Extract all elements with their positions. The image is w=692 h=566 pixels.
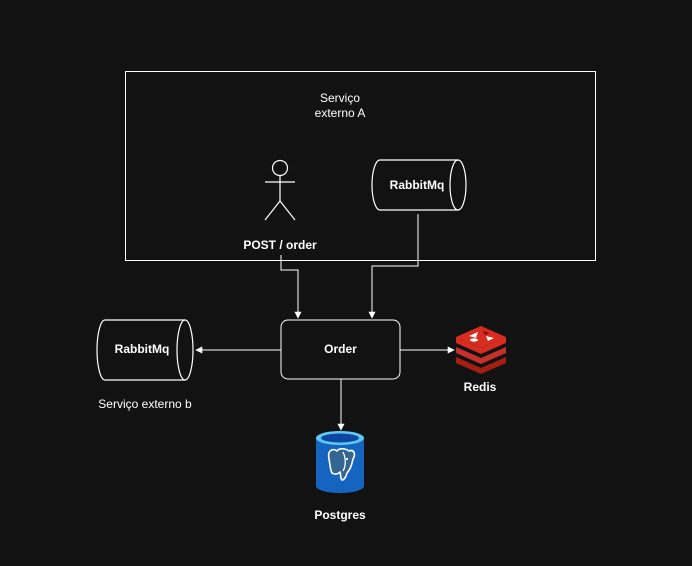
postgres-label: Postgres bbox=[314, 508, 366, 522]
external-service-a-box bbox=[125, 71, 596, 261]
rabbitmq-queue-a-shape bbox=[371, 159, 467, 211]
connector-queue-a-to-order bbox=[368, 214, 419, 319]
external-service-a-title: Serviço externo A bbox=[290, 91, 390, 121]
external-service-b-caption: Serviço externo b bbox=[98, 397, 192, 411]
stick-figure-icon bbox=[264, 159, 296, 221]
external-service-a-title-line2: externo A bbox=[314, 106, 366, 120]
redis-logo-icon bbox=[456, 326, 506, 374]
connector-actor-to-order bbox=[280, 255, 302, 319]
actor-label: POST / order bbox=[243, 238, 317, 252]
postgres-logo-icon bbox=[316, 431, 364, 493]
rabbitmq-queue-a-label: RabbitMq bbox=[389, 178, 445, 192]
external-service-a-title-line1: Serviço bbox=[319, 91, 360, 105]
order-label: Order bbox=[324, 342, 357, 356]
rabbitmq-queue-b-shape bbox=[96, 319, 194, 381]
redis-label: Redis bbox=[463, 380, 497, 394]
rabbitmq-queue-b-label: RabbitMq bbox=[114, 342, 170, 356]
